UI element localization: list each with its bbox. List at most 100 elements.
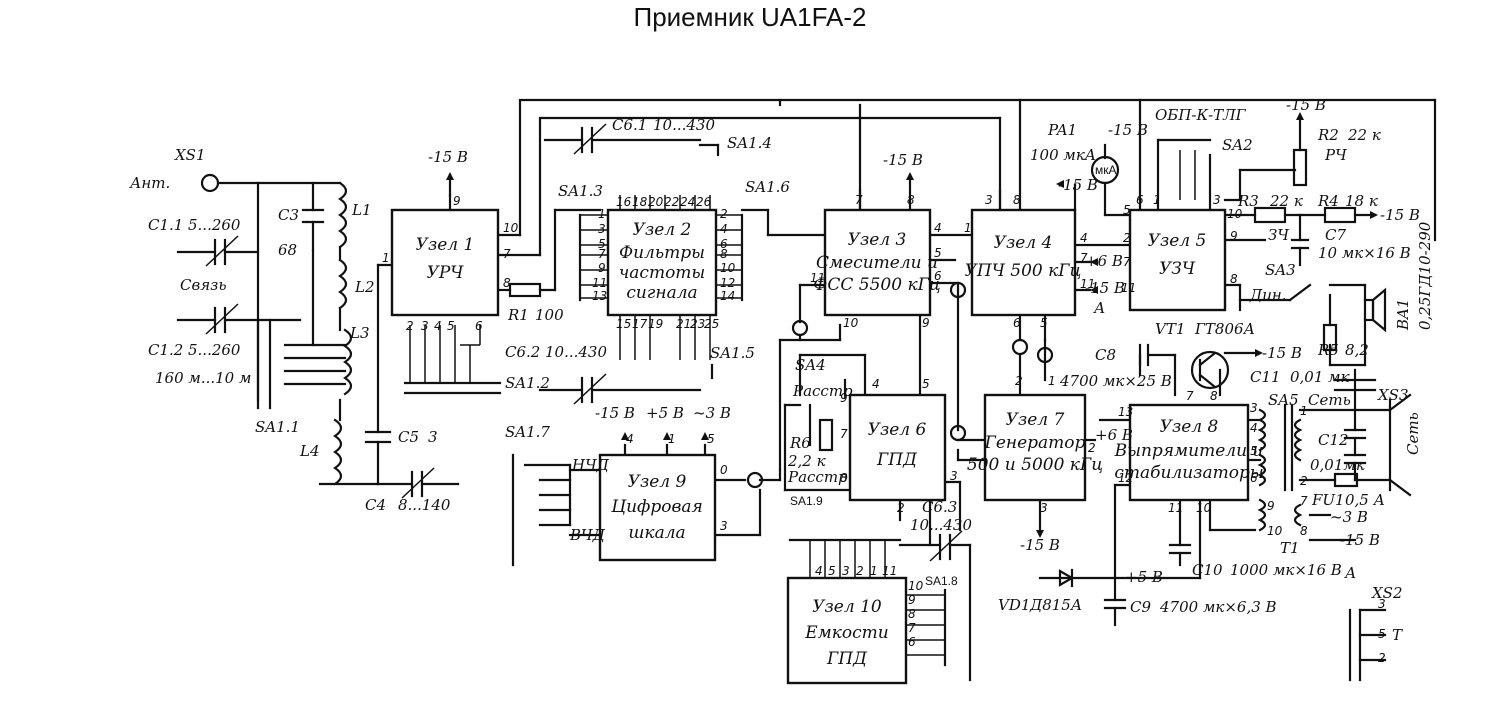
svg-text:68: 68	[278, 241, 297, 259]
svg-text:НЧД: НЧД	[571, 456, 610, 474]
svg-text:8: 8	[1013, 193, 1021, 207]
svg-text:~3 В: ~3 В	[693, 404, 731, 422]
svg-text:Узел 6: Узел 6	[868, 420, 927, 440]
svg-text:SA3: SA3	[1265, 261, 1296, 279]
svg-text:PA1: PA1	[1047, 121, 1077, 139]
svg-text:5: 5	[598, 237, 606, 251]
svg-text:~3 В: ~3 В	[1330, 508, 1368, 526]
svg-text:7: 7	[1123, 255, 1131, 269]
svg-text:BA1: BA1	[1394, 299, 1412, 331]
svg-text:10...430: 10...430	[910, 516, 972, 534]
svg-text:C10: C10	[1192, 561, 1223, 579]
svg-text:10: 10	[1267, 524, 1283, 538]
svg-text:3: 3	[421, 319, 429, 333]
svg-text:C7: C7	[1325, 226, 1346, 244]
svg-text:FU1: FU1	[1311, 491, 1345, 509]
svg-text:R6: R6	[789, 434, 811, 452]
svg-text:Узел 8: Узел 8	[1160, 417, 1219, 437]
block-uzel-9: Узел 9 Цифровая шкала	[598, 453, 717, 562]
svg-text:R1: R1	[507, 306, 529, 324]
svg-text:Связь: Связь	[180, 276, 227, 294]
svg-text:SA2: SA2	[1222, 136, 1253, 154]
svg-text:стабилизаторы: стабилизаторы	[1114, 463, 1263, 483]
svg-text:C5: C5	[398, 428, 419, 446]
svg-text:+6 В: +6 В	[1085, 252, 1123, 270]
svg-text:Т: Т	[1392, 626, 1403, 644]
svg-text:6: 6	[1136, 193, 1144, 207]
svg-text:20: 20	[648, 195, 664, 209]
svg-text:Емкости: Емкости	[804, 623, 888, 643]
block-uzel-1: Узел 1 УРЧ	[390, 208, 500, 317]
svg-text:SA1.9: SA1.9	[790, 494, 823, 508]
svg-text:10: 10	[1196, 501, 1212, 515]
svg-text:0,25ГД10-290: 0,25ГД10-290	[1416, 221, 1434, 330]
svg-text:-15 В: -15 В	[1340, 531, 1380, 549]
svg-text:SA1.3: SA1.3	[558, 182, 603, 200]
fuse-fu1	[1333, 472, 1359, 488]
svg-text:Фильтры: Фильтры	[619, 243, 705, 263]
svg-text:5...260: 5...260	[188, 341, 241, 359]
svg-text:4700 мк×25 В: 4700 мк×25 В	[1059, 372, 1172, 390]
svg-text:ГПД: ГПД	[876, 450, 918, 470]
page-title: Приемник UA1FA-2	[633, 2, 867, 32]
svg-text:+5 В: +5 В	[1125, 568, 1163, 586]
svg-text:5: 5	[934, 246, 942, 260]
svg-text:C9: C9	[1130, 598, 1151, 616]
svg-text:10: 10	[908, 579, 924, 593]
svg-text:10...430: 10...430	[653, 116, 715, 134]
svg-text:C1.1: C1.1	[148, 216, 183, 234]
svg-text:Узел 7: Узел 7	[1006, 410, 1065, 430]
svg-text:УЗЧ: УЗЧ	[1159, 259, 1196, 279]
svg-text:7: 7	[1186, 389, 1194, 403]
svg-text:Узел 1: Узел 1	[416, 235, 475, 255]
svg-text:C12: C12	[1318, 431, 1349, 449]
svg-text:6: 6	[1250, 471, 1258, 485]
svg-text:L3: L3	[349, 324, 370, 342]
svg-text:10...430: 10...430	[545, 343, 607, 361]
svg-text:L1: L1	[351, 201, 372, 219]
svg-text:12: 12	[1118, 471, 1133, 485]
svg-text:8: 8	[907, 193, 915, 207]
svg-text:Смесители и: Смесители и	[816, 253, 938, 273]
svg-text:А: А	[1344, 564, 1356, 582]
svg-text:0: 0	[720, 463, 728, 477]
svg-text:11: 11	[592, 276, 607, 290]
svg-text:XS1: XS1	[174, 146, 206, 164]
svg-text:4: 4	[434, 319, 442, 333]
svg-text:ЗЧ: ЗЧ	[1268, 226, 1289, 244]
svg-text:22 к: 22 к	[1269, 192, 1303, 210]
svg-text:C6.2: C6.2	[505, 343, 540, 361]
svg-text:L4: L4	[299, 442, 320, 460]
svg-text:9: 9	[922, 316, 930, 330]
svg-text:26: 26	[696, 195, 712, 209]
resistor-r5	[1322, 323, 1338, 352]
svg-text:VD1: VD1	[998, 596, 1030, 614]
svg-text:8: 8	[720, 247, 728, 261]
svg-text:Узел 4: Узел 4	[994, 233, 1053, 253]
svg-text:SA1.6: SA1.6	[745, 178, 790, 196]
svg-text:8: 8	[1300, 524, 1308, 538]
svg-text:23: 23	[690, 317, 705, 331]
svg-text:шкала: шкала	[628, 523, 685, 543]
svg-text:13: 13	[592, 289, 607, 303]
svg-text:SA1.8: SA1.8	[925, 574, 958, 588]
svg-text:УРЧ: УРЧ	[427, 263, 465, 283]
svg-text:5: 5	[922, 377, 930, 391]
svg-text:8...140: 8...140	[398, 496, 451, 514]
svg-text:SA1.5: SA1.5	[710, 344, 755, 362]
svg-text:11: 11	[1168, 501, 1183, 515]
svg-text:1: 1	[598, 207, 606, 221]
svg-text:8: 8	[908, 607, 916, 621]
svg-text:4: 4	[872, 377, 880, 391]
svg-text:SA1.7: SA1.7	[505, 423, 550, 441]
svg-text:5: 5	[1378, 627, 1386, 641]
components	[200, 148, 1359, 489]
svg-text:УПЧ 500 кГц: УПЧ 500 кГц	[965, 261, 1082, 281]
svg-text:2: 2	[897, 501, 905, 515]
svg-text:13: 13	[1118, 405, 1133, 419]
svg-text:10: 10	[843, 316, 859, 330]
svg-text:C6.3: C6.3	[922, 498, 957, 516]
svg-text:5...260: 5...260	[188, 216, 241, 234]
block-uzel-7: Узел 7 Генератор 500 и 5000 кГц	[967, 393, 1103, 502]
svg-text:8: 8	[503, 276, 511, 290]
